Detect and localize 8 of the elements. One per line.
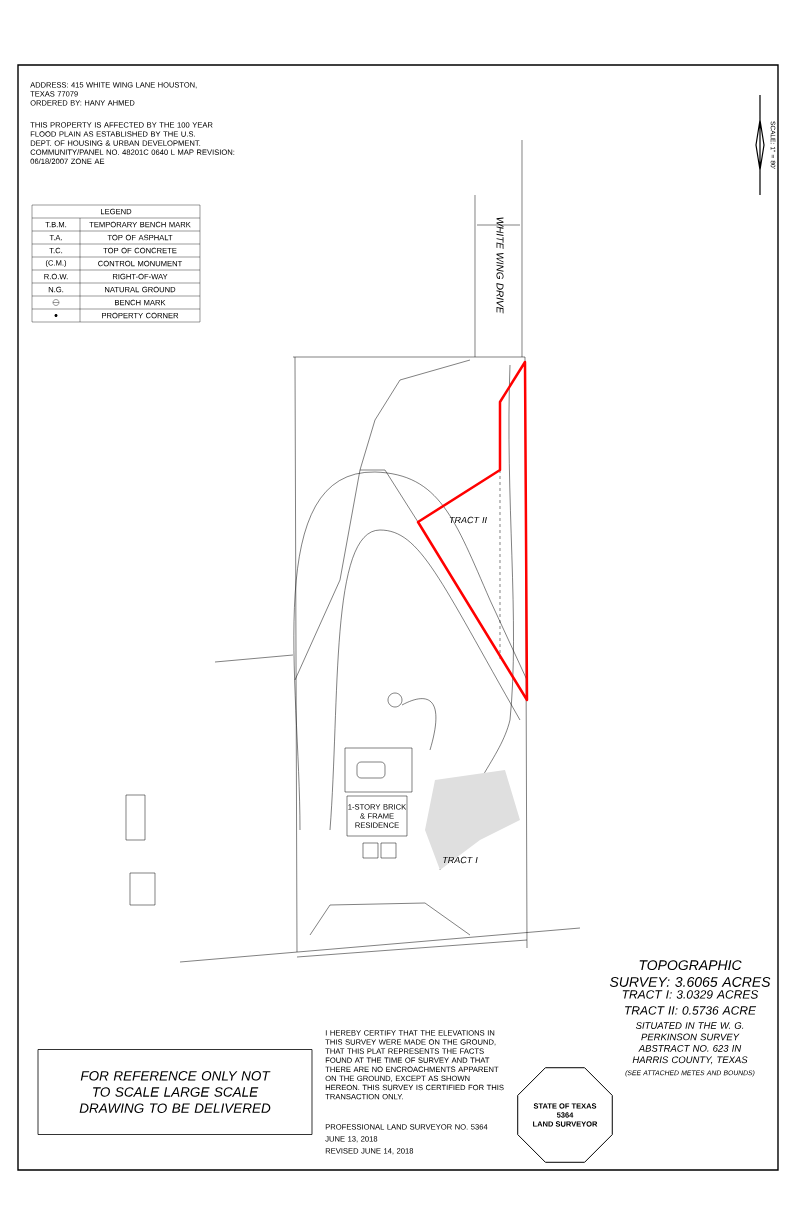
acreage-text: TRACT II: 0.5736 ACRE [625,1006,757,1015]
location-text: SITUATED IN THE W. G. PERKINSON SURVEY ABSTRACT NO. 623 IN HARRIS COUNTY, TEXAS [632,1022,748,1065]
tract-label: TRACT I [443,856,478,864]
tract-label: TRACT II [449,516,487,524]
street-name: WHITE WING DRIVE [496,217,504,314]
survey-title: TOPOGRAPHIC SURVEY: 3.6065 ACRES [609,960,771,987]
note-box: FOR REFERENCE ONLY NOT TO SCALE LARGE SCALE DRAWING TO BE DELIVERED [37,1049,313,1135]
acreage-text: TRACT I: 3.0329 ACRES [622,990,759,999]
